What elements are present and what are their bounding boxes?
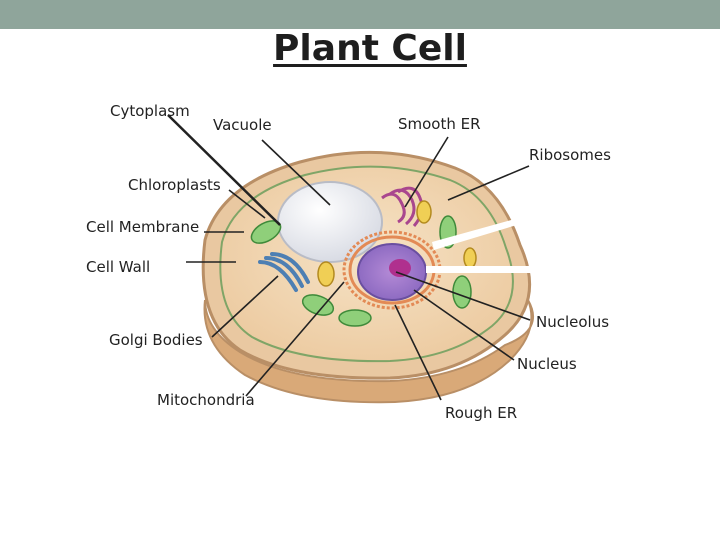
label-cell-wall: Cell Wall [86, 258, 151, 276]
vacuole [277, 181, 383, 263]
label-chloroplasts: Chloroplasts [128, 176, 221, 194]
golgi-bodies [258, 252, 310, 292]
label-nucleus: Nucleus [517, 355, 577, 373]
pointer-bar-lower [426, 266, 546, 273]
label-nucleolus: Nucleolus [536, 313, 610, 331]
label-mitochondria: Mitochondria [157, 391, 255, 409]
nucleolus [389, 259, 411, 277]
label-smooth-er: Smooth ER [398, 115, 481, 133]
pointer-bar-upper [432, 212, 540, 250]
label-ribosomes: Ribosomes [529, 146, 611, 164]
slide-title: Plant Cell [273, 28, 467, 69]
label-cell-membrane: Cell Membrane [86, 218, 200, 236]
header-bar [0, 0, 720, 29]
label-vacuole: Vacuole [213, 116, 272, 134]
leader-lines [167, 114, 531, 401]
mitochondria [317, 200, 477, 287]
label-golgi-bodies: Golgi Bodies [109, 331, 203, 349]
label-rough-er: Rough ER [445, 404, 518, 422]
cell-wall-side [203, 299, 534, 404]
label-cytoplasm: Cytoplasm [110, 102, 190, 120]
